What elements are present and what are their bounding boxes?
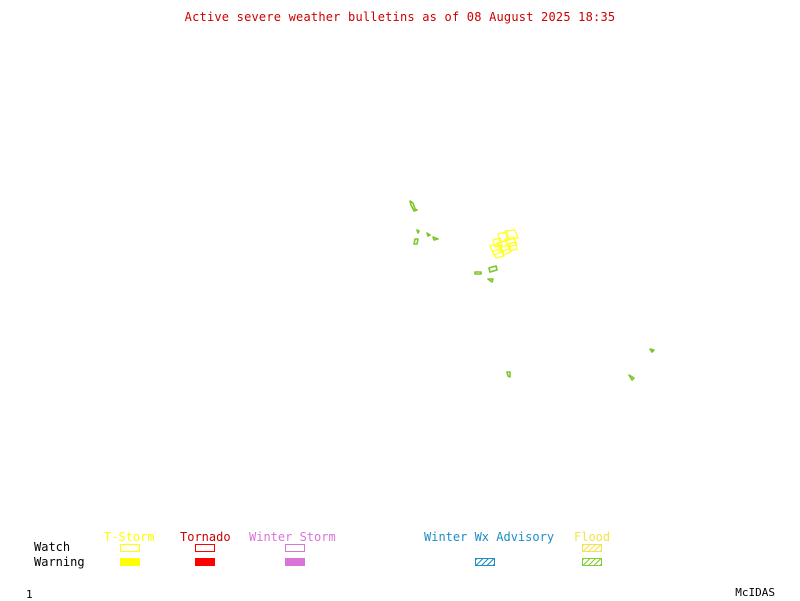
tstorm-watch-swatch [120,544,140,552]
legend-warning-label: Warning [34,555,85,569]
flood-warning-polygon [628,374,635,381]
winter-storm-warning-swatch [285,558,305,566]
tstorm-polygon-cluster [489,229,519,259]
tstorm-polygon [492,248,505,259]
legend-winter-wx-advisory-label: Winter Wx Advisory [424,530,555,544]
flood-warning-polygon [409,200,418,212]
tstorm-warning-swatch [120,558,140,566]
legend-flood-label: Flood [574,530,611,544]
flood-warning-polygon [432,236,439,241]
flood-warning-polygon [649,348,655,353]
tstorm-polygon [507,241,518,252]
tornado-watch-swatch [195,544,215,552]
map-title: Active severe weather bulletins as of 08… [184,10,616,24]
winter-storm-watch-swatch [285,544,305,552]
flood-warning-swatch [582,558,602,566]
flood-warning-polygon [506,371,511,378]
flood-warning-polygon [416,229,420,234]
flood-warning-polygons [409,200,655,381]
flood-warning-polygon [426,232,431,237]
flood-watch-swatch [582,544,602,552]
tstorm-polygon [500,244,512,256]
tstorm-polygon [504,229,519,241]
tornado-warning-swatch [195,558,215,566]
legend-tstorm-label: T-Storm [104,530,155,544]
legend-tornado-label: Tornado [180,530,231,544]
flood-warning-polygon [488,265,498,273]
frame-number: 1 [26,588,33,601]
flood-warning-polygon [487,278,494,283]
legend-watch-label: Watch [34,540,71,554]
flood-warning-polygon [413,238,419,245]
mcidas-label: McIDAS [735,586,775,599]
legend-winter-storm-label: Winter Storm [249,530,336,544]
winter-wx-advisory-warning-swatch [475,558,495,566]
flood-warning-polygon [474,271,482,275]
